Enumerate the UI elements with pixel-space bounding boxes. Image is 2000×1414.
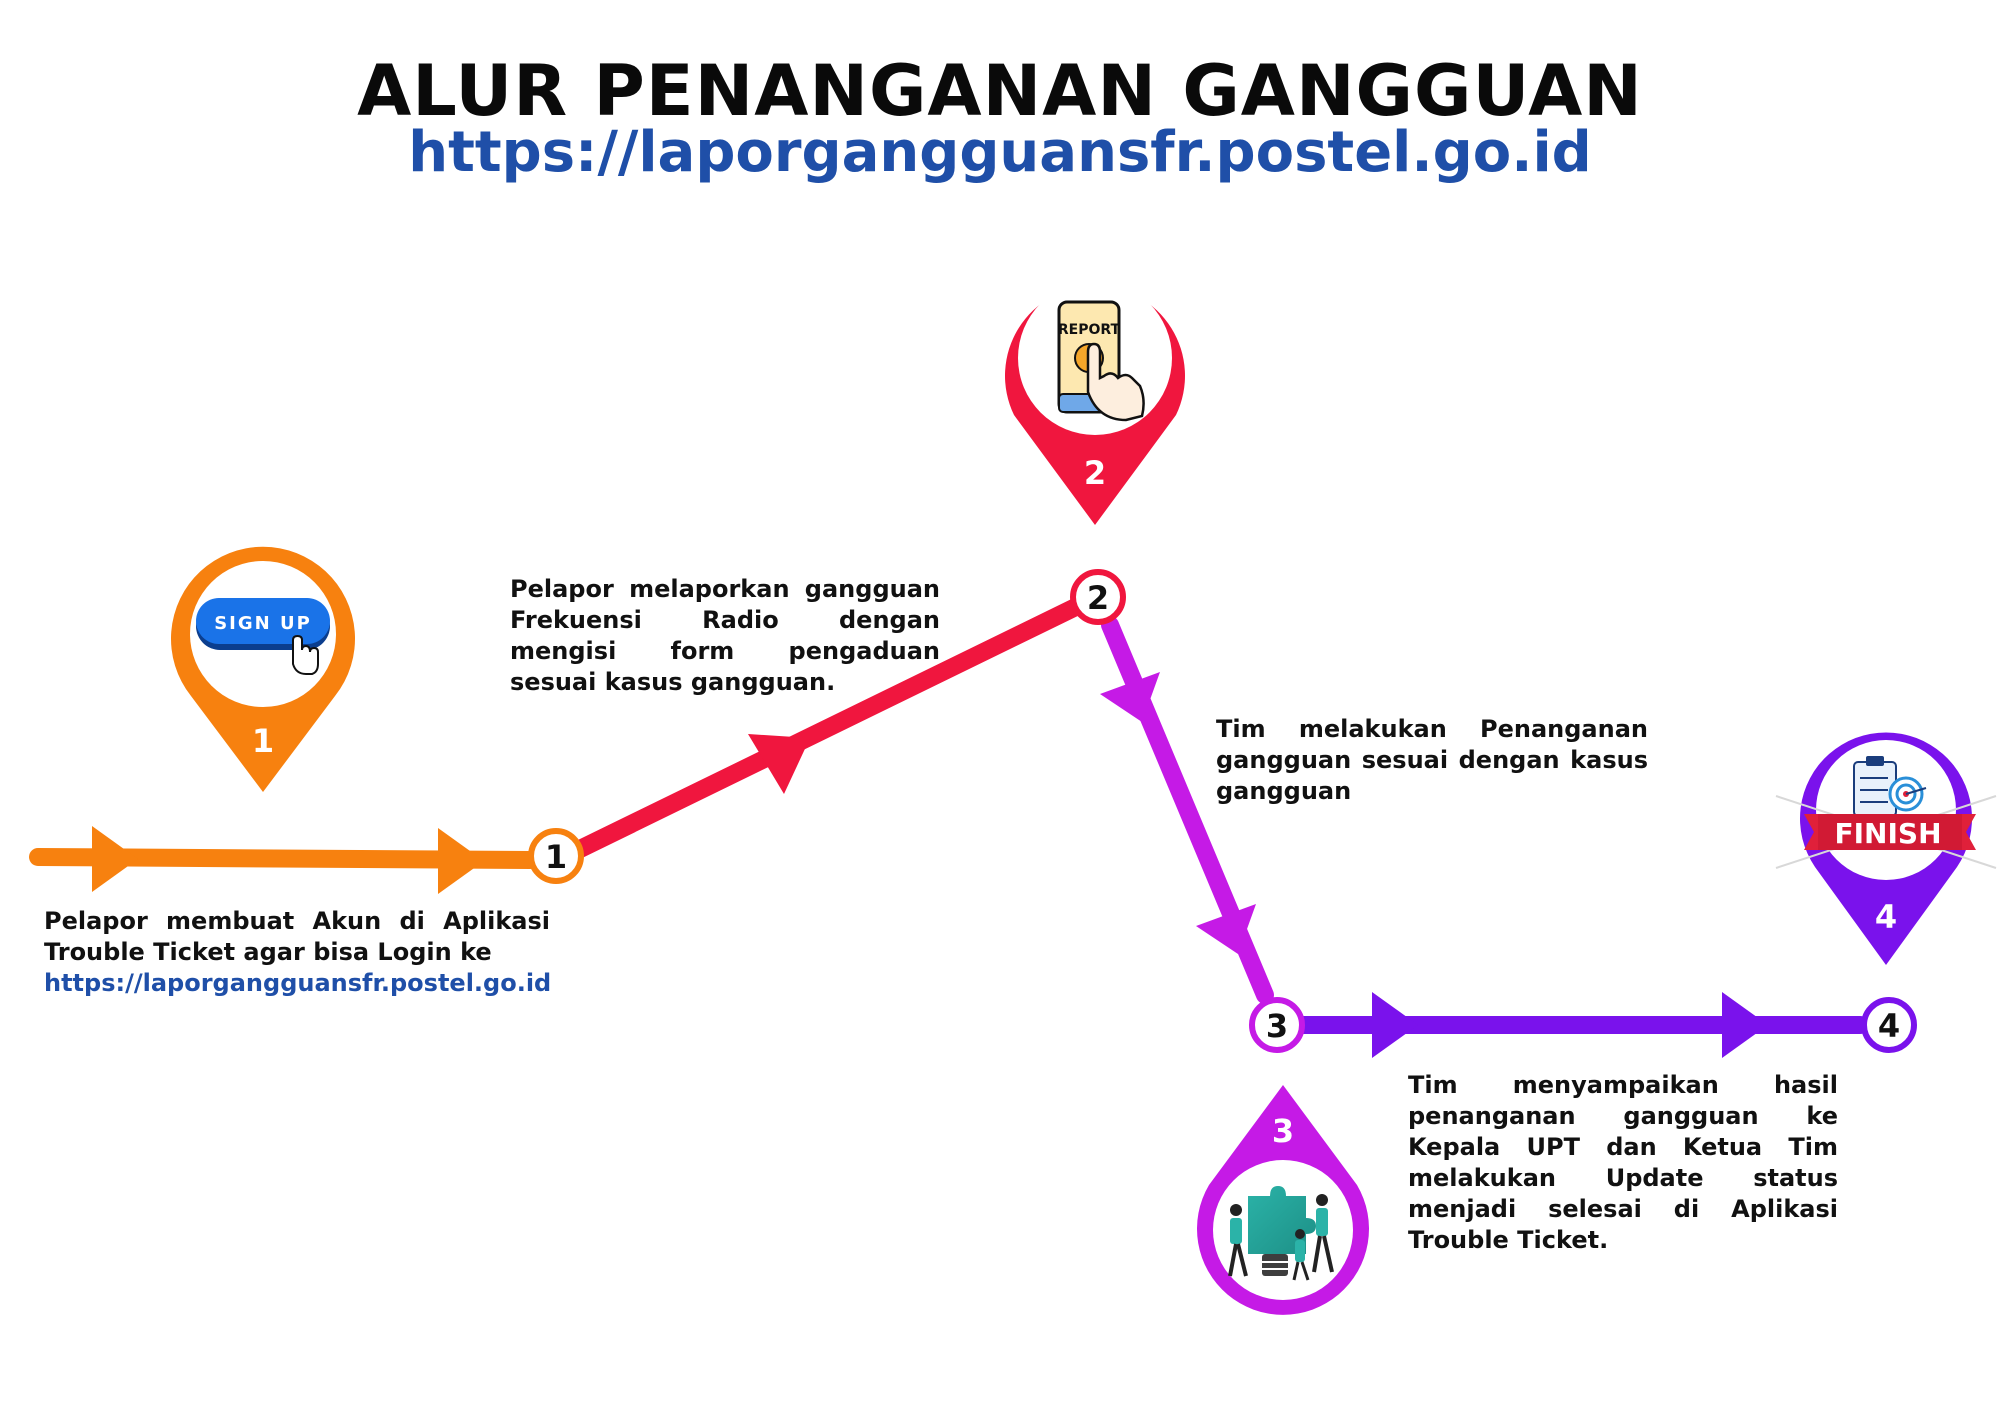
path-node-2: 2 (1070, 569, 1126, 625)
finish-ribbon: FINISH (1775, 795, 1997, 869)
step-1-description: Pelapor membuat Akun di Aplikasi Trouble… (44, 906, 552, 999)
step-3-description: Tim melakukan Penanganan gangguan sesuai… (1216, 714, 1648, 807)
flow-path (29, 591, 1869, 1058)
step-4-marker-number: 4 (1875, 898, 1897, 936)
path-arrow (1722, 992, 1768, 1058)
step-4-description: Tim menyampaikan hasil penanganan ganggu… (1408, 1070, 1838, 1256)
path-node-1: 1 (528, 828, 584, 884)
step-2-marker: 2 REPORT (1005, 281, 1185, 525)
path-node-1-number: 1 (545, 838, 567, 876)
path-node-3: 3 (1249, 997, 1305, 1053)
step-3-description-text: Tim melakukan Penanganan gangguan sesuai… (1216, 715, 1648, 805)
path-arrow (748, 734, 810, 794)
path-arrow (438, 828, 484, 894)
report-phone-icon: REPORT (1057, 300, 1145, 422)
step-4-marker: 4 FINISH (1775, 732, 1997, 965)
path-node-2-number: 2 (1087, 579, 1109, 617)
path-segment-2 (569, 591, 1099, 859)
step-1-description-text: Pelapor membuat Akun di Aplikasi Trouble… (44, 907, 550, 966)
path-node-3-number: 3 (1266, 1007, 1288, 1045)
step-1-marker-number: 1 (252, 722, 274, 760)
step-2-description: Pelapor melaporkan gangguan Frekuensi Ra… (510, 574, 940, 698)
page-url: https://laporgangguansfr.postel.go.id (408, 120, 1592, 185)
step-1-link[interactable]: https://laporgangguansfr.postel.go.id (44, 969, 552, 997)
path-arrow (92, 826, 138, 892)
step-2-marker-number: 2 (1084, 454, 1106, 492)
step-4-description-text: Tim menyampaikan hasil penanganan ganggu… (1408, 1071, 1838, 1254)
sign-up-label: SIGN UP (214, 613, 312, 634)
checklist-target-icon (1853, 756, 1927, 817)
step-3-marker-number: 3 (1272, 1112, 1294, 1150)
step-3-marker: 3 (1197, 1085, 1369, 1315)
finish-label: FINISH (1835, 817, 1942, 850)
path-node-4-number: 4 (1878, 1007, 1900, 1045)
step-2-description-text: Pelapor melaporkan gangguan Frekuensi Ra… (510, 575, 940, 696)
path-arrow (1196, 904, 1256, 954)
path-arrow (1372, 992, 1418, 1058)
step-1-marker: 1 SIGN UP (171, 546, 355, 792)
report-label: REPORT (1058, 322, 1121, 338)
team-puzzle-icon (1228, 1186, 1334, 1281)
path-arrow (1100, 672, 1160, 722)
path-node-4: 4 (1861, 997, 1917, 1053)
page-title: ALUR PENANGANAN GANGGUAN (357, 50, 1643, 132)
sign-up-button-icon: SIGN UP (196, 598, 330, 675)
